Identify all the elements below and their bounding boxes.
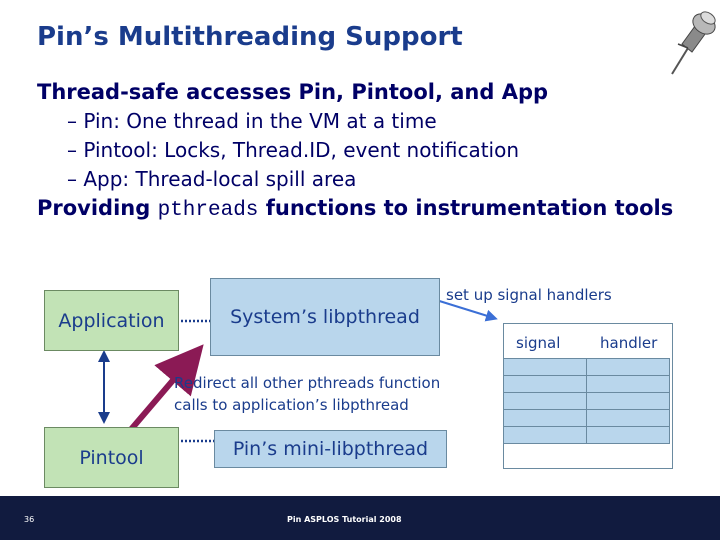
handler-cell	[586, 392, 670, 410]
signal-cell	[503, 409, 587, 427]
page-title: Pin’s Multithreading Support	[37, 22, 463, 52]
bullet-main-2-prefix: Providing	[37, 196, 158, 220]
signal-handlers-note: set up signal handlers	[446, 286, 612, 304]
bullet-list: Thread-safe accesses Pin, Pintool, and A…	[37, 78, 707, 225]
table-row	[503, 375, 670, 393]
mini-libpthread-box: Pin’s mini-libpthread	[214, 430, 447, 468]
signal-handler-table	[503, 358, 670, 444]
handler-cell	[586, 358, 670, 376]
system-libpthread-box: System’s libpthread	[210, 278, 440, 356]
signal-cell	[503, 426, 587, 444]
bullet-sub-3: – App: Thread-local spill area	[67, 167, 357, 191]
handler-cell	[586, 426, 670, 444]
signal-cell	[503, 375, 587, 393]
handler-cell	[586, 409, 670, 427]
redirect-note-line-1: Redirect all other pthreads function	[174, 374, 441, 392]
signal-column-header: signal	[516, 334, 561, 352]
bullet-main-2-suffix: functions to instrumentation tools	[258, 196, 674, 220]
handler-cell	[586, 375, 670, 393]
table-row	[503, 392, 670, 410]
table-row	[503, 426, 670, 444]
pintool-box: Pintool	[44, 427, 179, 488]
footer-text: Pin ASPLOS Tutorial 2008	[287, 515, 402, 524]
table-row	[503, 358, 670, 376]
pthreads-code: pthreads	[157, 199, 259, 222]
bullet-sub-1: – Pin: One thread in the VM at a time	[67, 109, 437, 133]
bullet-main-1: Thread-safe accesses Pin, Pintool, and A…	[37, 80, 549, 104]
redirect-note: Redirect all other pthreads function cal…	[174, 372, 440, 416]
page-number: 36	[24, 515, 35, 524]
application-box: Application	[44, 290, 179, 351]
bullet-main-2: Providing pthreads functions to instrume…	[37, 194, 707, 225]
signal-cell	[503, 392, 587, 410]
table-row	[503, 409, 670, 427]
footer-bar	[0, 496, 720, 540]
redirect-note-line-2: calls to application’s libpthread	[174, 396, 409, 414]
handler-column-header: handler	[600, 334, 658, 352]
bullet-sub-2: – Pintool: Locks, Thread.ID, event notif…	[67, 138, 520, 162]
pushpin-icon	[664, 4, 720, 78]
redirect-arrow	[119, 344, 204, 442]
signal-cell	[503, 358, 587, 376]
